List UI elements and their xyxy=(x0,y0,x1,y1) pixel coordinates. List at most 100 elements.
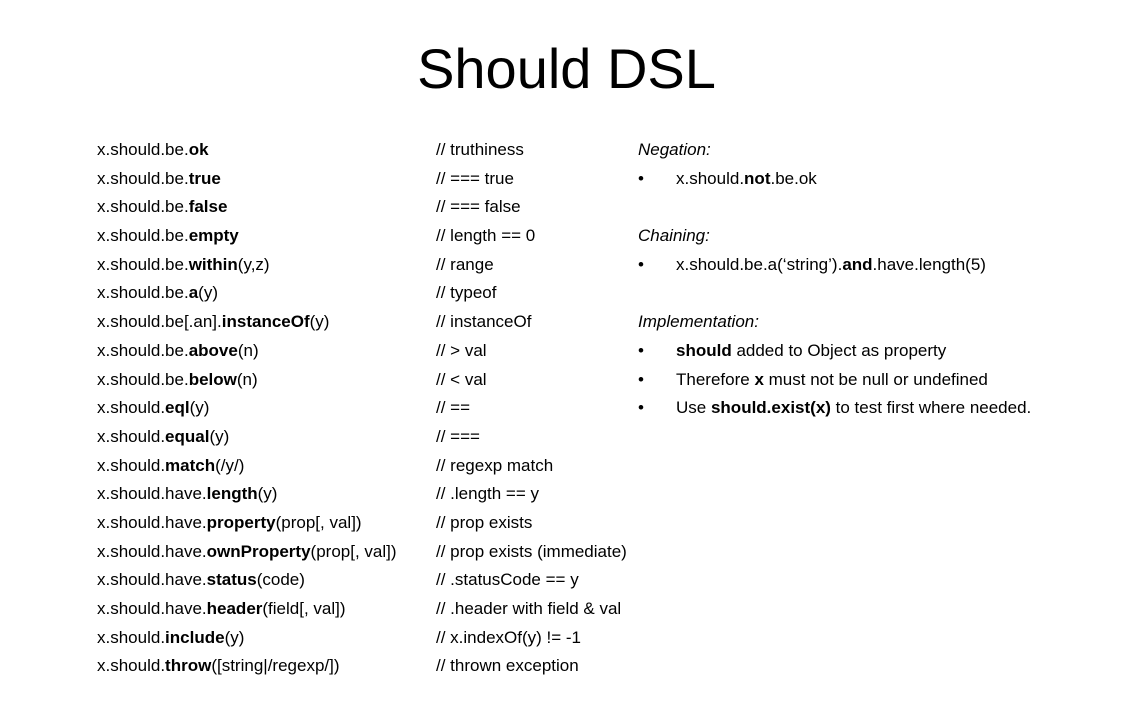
assertion-keyword: status xyxy=(206,570,257,590)
assertion-code-item: x.should.equal(y) xyxy=(97,423,397,452)
assertion-comment-list: // truthiness // === true // === false // l… xyxy=(436,136,627,681)
assertion-prefix: x.should.be[.an]. xyxy=(97,312,222,332)
assertion-comment: // === true xyxy=(436,168,514,188)
assertion-prefix: x.should. xyxy=(97,398,166,418)
assertion-comment: // prop exists (immediate) xyxy=(436,541,627,561)
assertion-comment: // typeof xyxy=(436,283,497,303)
assertion-comment: // range xyxy=(436,254,494,274)
assertion-comment: // < val xyxy=(436,369,487,389)
assertion-suffix: (y) xyxy=(309,312,330,332)
negation-suffix: .be.ok xyxy=(770,168,817,188)
assertion-keyword: within xyxy=(188,254,238,274)
bullet-icon: • xyxy=(638,340,644,360)
assertion-keyword: below xyxy=(188,369,237,389)
assertion-code-item: x.should.be.empty xyxy=(97,222,397,251)
assertion-suffix: (prop[, val]) xyxy=(310,541,397,561)
assertion-keyword: throw xyxy=(165,656,212,676)
implementation-suffix: added to Object as property xyxy=(731,340,947,360)
assertion-code-item: x.should.be.above(n) xyxy=(97,337,397,366)
assertion-comment: // thrown exception xyxy=(436,656,579,676)
implementation-heading: Implementation: xyxy=(638,312,759,332)
assertion-keyword: length xyxy=(206,484,258,504)
bullet-icon: • xyxy=(638,398,644,418)
assertion-keyword: false xyxy=(188,197,228,217)
negation-prefix: x.should. xyxy=(676,168,745,188)
assertion-suffix: (code) xyxy=(256,570,305,590)
implementation-item: • should added to Object as property xyxy=(638,337,1058,366)
assertion-keyword: include xyxy=(165,627,225,647)
chaining-heading: Chaining: xyxy=(638,226,710,246)
assertion-code-item: x.should.have.ownProperty(prop[, val]) xyxy=(97,538,397,567)
chaining-keyword: and xyxy=(842,254,873,274)
assertion-code-item: x.should.have.status(code) xyxy=(97,566,397,595)
implementation-suffix: must not be null or undefined xyxy=(763,369,988,389)
assertion-prefix: x.should. xyxy=(97,426,166,446)
assertion-suffix: (y,z) xyxy=(237,254,270,274)
assertion-prefix: x.should.be. xyxy=(97,369,189,389)
implementation-prefix: Use xyxy=(676,398,711,418)
assertion-code-item: x.should.eql(y) xyxy=(97,394,397,423)
assertion-prefix: x.should.be. xyxy=(97,197,189,217)
bullet-icon: • xyxy=(638,369,644,389)
negation-section: Negation: • x.should.not.be.ok xyxy=(638,136,1058,193)
assertion-prefix: x.should.have. xyxy=(97,512,207,532)
assertion-code-item: x.should.have.property(prop[, val]) xyxy=(97,509,397,538)
assertion-comment: // == xyxy=(436,398,471,418)
assertion-comment: // instanceOf xyxy=(436,312,532,332)
assertion-comment: // truthiness xyxy=(436,140,524,159)
notes-panel: Negation: • x.should.not.be.ok Chaining:… xyxy=(638,136,1058,452)
assertion-prefix: x.should.have. xyxy=(97,484,207,504)
chaining-suffix: .have.length(5) xyxy=(872,254,986,274)
assertion-suffix: (y) xyxy=(209,426,230,446)
assertion-prefix: x.should.be. xyxy=(97,140,189,159)
assertion-code-item: x.should.include(y) xyxy=(97,624,397,653)
assertion-suffix: (y) xyxy=(198,283,218,303)
assertion-keyword: empty xyxy=(188,226,239,246)
assertion-comment: // .header with field & val xyxy=(436,599,622,618)
implementation-section: Implementation: • should added to Object… xyxy=(638,308,1058,423)
assertion-comment: // > val xyxy=(436,340,487,360)
chaining-item: • x.should.be.a(‘string’).and.have.lengt… xyxy=(638,251,1058,280)
assertion-comment: // .statusCode == y xyxy=(436,570,579,590)
assertion-prefix: x.should.be. xyxy=(97,254,189,274)
assertion-suffix: (y) xyxy=(189,398,210,418)
assertion-comment: // === false xyxy=(436,197,521,217)
assertion-keyword: instanceOf xyxy=(221,312,310,332)
assertion-code-item: x.should.be.ok xyxy=(97,136,397,165)
assertion-keyword: match xyxy=(165,455,216,475)
assertion-code-item: x.should.have.length(y) xyxy=(97,480,397,509)
negation-item: • x.should.not.be.ok xyxy=(638,165,1058,194)
assertion-suffix: (n) xyxy=(236,369,258,389)
assertion-keyword: ownProperty xyxy=(206,541,311,561)
assertion-prefix: x.should. xyxy=(97,656,166,676)
assertion-comment: // prop exists xyxy=(436,512,533,532)
implementation-prefix: Therefore xyxy=(676,369,755,389)
assertion-keyword: above xyxy=(188,340,238,360)
assertion-comment: // .length == y xyxy=(436,484,540,504)
slide-title: Should DSL xyxy=(417,37,716,100)
assertion-code-item: x.should.be.a(y) xyxy=(97,279,397,308)
assertion-prefix: x.should.have. xyxy=(97,599,207,618)
assertion-suffix: (field[, val]) xyxy=(262,599,346,618)
assertion-keyword: a xyxy=(188,283,199,303)
assertion-code-item: x.should.have.header(field[, val]) xyxy=(97,595,397,624)
negation-list: • x.should.not.be.ok xyxy=(638,165,1058,194)
assertion-comment: // === xyxy=(436,426,480,446)
assertion-prefix: x.should.have. xyxy=(97,570,207,590)
assertion-prefix: x.should. xyxy=(97,455,166,475)
chaining-prefix: x.should.be.a(‘string’). xyxy=(676,254,843,274)
assertion-comment: // length == 0 xyxy=(436,226,536,246)
implementation-suffix: to test first where needed. xyxy=(830,398,1032,418)
assertion-comment: // regexp match xyxy=(436,455,554,475)
bullet-icon: • xyxy=(638,254,644,274)
assertion-code-item: x.should.be.within(y,z) xyxy=(97,251,397,280)
implementation-list: • should added to Object as property • T… xyxy=(638,337,1058,423)
chaining-section: Chaining: • x.should.be.a(‘string’).and.… xyxy=(638,222,1058,279)
assertion-prefix: x.should.be. xyxy=(97,168,189,188)
assertion-keyword: property xyxy=(206,512,276,532)
assertion-keyword: ok xyxy=(188,140,209,159)
assertion-keyword: eql xyxy=(165,398,190,418)
implementation-item: • Use should.exist(x) to test first wher… xyxy=(638,394,1058,423)
assertion-comment: // x.indexOf(y) != -1 xyxy=(436,627,582,647)
